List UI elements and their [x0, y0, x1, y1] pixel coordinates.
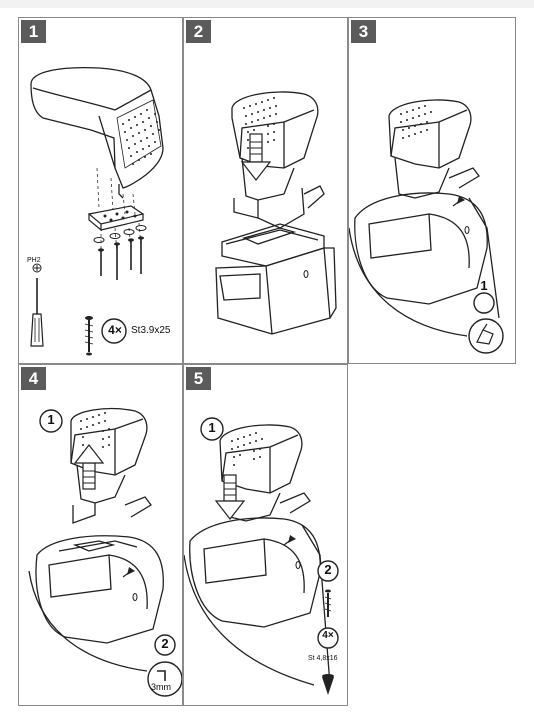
marker-1: 1: [208, 420, 216, 435]
armrest-removal-illustration: [28, 408, 182, 697]
screw-tip-icon: [322, 674, 334, 695]
step-4-panel: 4: [18, 364, 183, 706]
marker-2: 2: [324, 562, 332, 577]
screwdriver-icon: [30, 263, 44, 347]
hex-size-label: 3mm: [151, 682, 171, 692]
down-arrow-icon: [240, 133, 272, 181]
quantity-label: 4×: [108, 323, 122, 337]
step-number: 4: [21, 367, 46, 390]
hand-pointer-icon: [476, 323, 494, 345]
armrest-install-illustration: [215, 91, 337, 335]
screw-icon: [324, 589, 332, 617]
screw-icon: [84, 316, 94, 356]
armrest-mounting-illustration: [30, 66, 164, 356]
step-5-panel: 5: [183, 364, 348, 706]
down-arrow-icon: [214, 474, 246, 520]
step-number: 1: [21, 20, 46, 43]
screwdriver-label: PH2: [27, 257, 41, 264]
up-arrow-icon: [73, 444, 105, 490]
armrest-latch-illustration: [349, 99, 504, 354]
screw-spec-label: St3.9x25: [131, 325, 171, 336]
marker-1: 1: [480, 278, 488, 293]
hex-key-icon: [157, 670, 166, 681]
marker-2: 2: [161, 636, 169, 651]
step-number: 2: [186, 20, 211, 43]
quantity-label: 4×: [322, 630, 334, 641]
step-3-panel: 3 1: [348, 17, 516, 364]
step-number: 5: [186, 367, 211, 390]
armrest-fixing-illustration: [184, 417, 339, 695]
top-strip: [0, 0, 534, 8]
step-1-panel: 1: [18, 17, 183, 364]
texture-dots: [122, 109, 160, 165]
marker-1: 1: [47, 412, 55, 427]
screw-spec-label: St 4,8x16: [308, 655, 338, 662]
step-number: 3: [351, 20, 376, 43]
step-2-panel: 2: [183, 17, 348, 364]
